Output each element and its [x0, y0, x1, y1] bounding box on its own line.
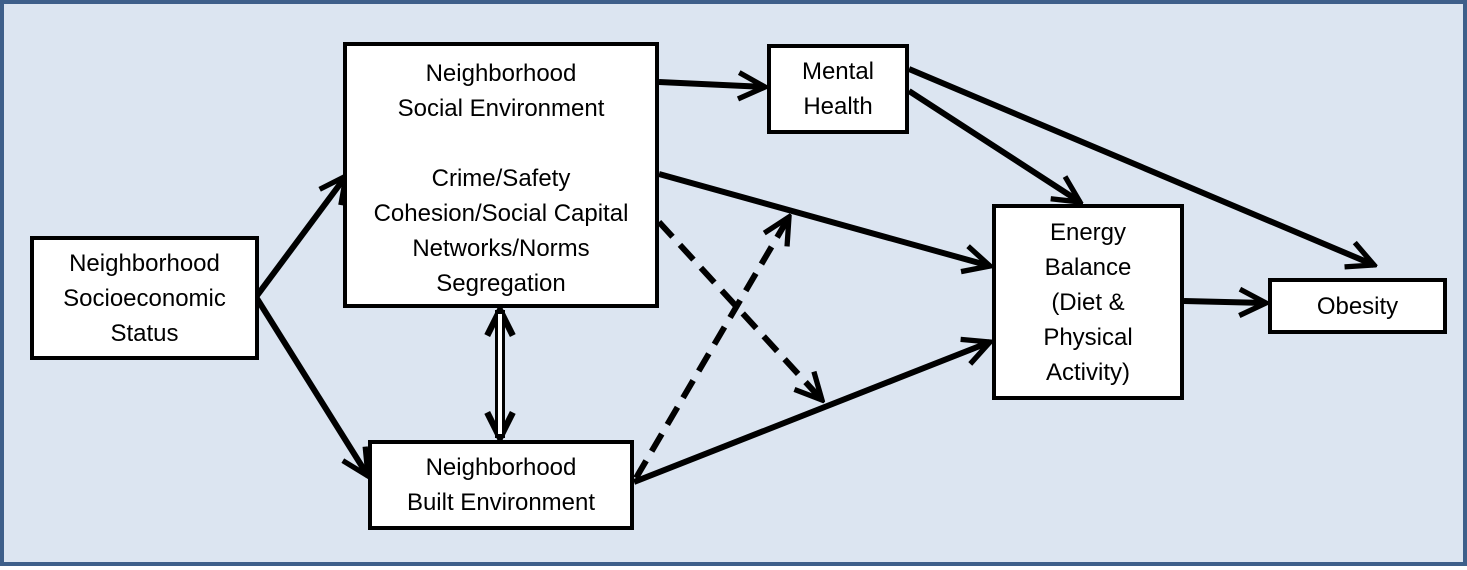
node-built-environment: Neighborhood Built Environment [368, 440, 634, 530]
dashed-arrow-social-moderation [656, 219, 822, 400]
built-line-2: Built Environment [406, 489, 596, 516]
energy-line-2: Balance [1044, 253, 1132, 281]
arrow-social-to-mental [658, 82, 765, 87]
social-title-line-1: Neighborhood [425, 60, 577, 87]
arrow-mental-to-energy [907, 88, 1080, 202]
energy-line-1: Energy [1049, 218, 1127, 246]
social-item-crime-safety: Crime/Safety [431, 165, 571, 192]
node-energy-balance: Energy Balance (Diet & Physical Activity… [992, 204, 1184, 400]
ses-line-2: Socioeconomic [63, 284, 226, 312]
social-item-networks: Networks/Norms [412, 235, 590, 262]
mental-line-1: Mental [801, 58, 875, 85]
arrow-mental-to-obesity [907, 66, 1374, 265]
arrow-energy-to-obesity [1183, 301, 1266, 303]
social-title-line-2: Social Environment [397, 95, 605, 122]
node-obesity: Obesity [1268, 278, 1447, 334]
obesity-label: Obesity [1316, 292, 1399, 320]
built-line-1: Neighborhood [425, 454, 577, 481]
social-item-segregation: Segregation [436, 270, 566, 297]
mental-line-2: Health [803, 93, 873, 120]
node-social-environment: Neighborhood Social Environment Crime/Sa… [343, 42, 659, 308]
energy-line-3: (Diet & [1051, 288, 1125, 316]
energy-line-4: Physical [1043, 323, 1133, 351]
node-mental-health: Mental Health [767, 44, 909, 134]
node-neighborhood-ses: Neighborhood Socioeconomic Status [30, 236, 259, 360]
social-item-cohesion: Cohesion/Social Capital [373, 200, 629, 227]
arrow-social-to-energy [658, 171, 990, 266]
energy-line-5: Activity) [1046, 358, 1130, 386]
ses-line-3: Status [110, 319, 179, 347]
arrow-built-to-energy [632, 342, 990, 485]
dashed-arrow-built-moderation [633, 217, 789, 480]
arrow-ses-to-built [253, 295, 368, 476]
arrows-layer [253, 66, 1467, 485]
ses-line-1: Neighborhood [69, 249, 220, 277]
arrow-ses-to-social [253, 176, 346, 299]
